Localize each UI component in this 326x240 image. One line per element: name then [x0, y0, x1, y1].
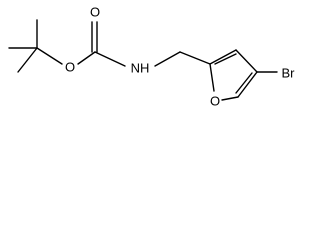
atom-label-furan-oxygen: O — [210, 94, 220, 109]
bond-furan-c2-o1 — [209, 63, 215, 92]
chemical-structure: O O NH O Br — [8, 5, 296, 109]
bond-carbonyl-to-nitrogen — [94, 51, 126, 67]
atom-label-amine: NH — [131, 61, 150, 76]
bond-furan-c2-c3-inner — [214, 53, 237, 65]
bond-tbu-methyl-down — [17, 47, 38, 73]
bond-methylene-to-furan — [179, 51, 211, 65]
bond-furan-c4-c5 — [237, 71, 258, 98]
bond-furan-c2-c3 — [209, 49, 237, 65]
bond-tbu-to-oxygen — [36, 47, 63, 65]
bond-furan-c3-c4 — [235, 49, 258, 73]
atom-label-ester-oxygen: O — [65, 60, 75, 75]
bond-furan-c5-o1 — [221, 96, 239, 101]
bond-oxygen-to-carbonyl — [77, 51, 96, 65]
bond-nitrogen-to-methylene — [154, 51, 181, 67]
bond-furan-c4-c5-inner — [235, 72, 253, 94]
atom-label-bromine: Br — [282, 66, 296, 81]
atom-label-carbonyl-oxygen: O — [90, 5, 100, 20]
